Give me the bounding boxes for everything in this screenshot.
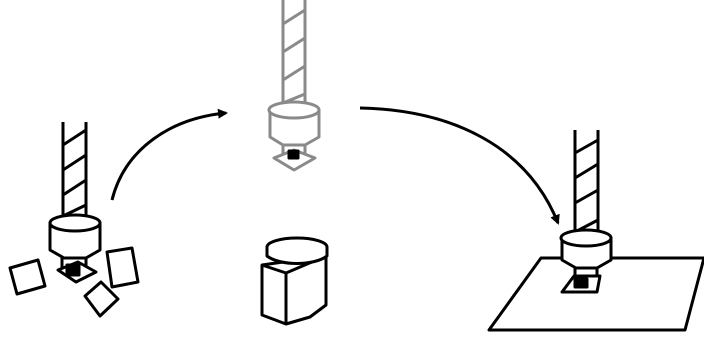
pickup-stage [8,122,140,318]
chip-c [83,280,120,318]
stamp-head-left [48,213,102,270]
picked-chip [56,260,98,284]
chip-b [105,246,140,289]
chip-a [8,258,47,296]
arrow-pickup-to-transfer [110,108,228,201]
scattered-chips [8,246,140,318]
stamp-shaft-middle [281,0,307,105]
arrow-transfer-to-place [359,106,560,225]
placed-chip [560,274,602,294]
stamp-head-right [559,228,613,278]
stamp-shaft-left [61,122,88,218]
substrate-plate [487,256,704,332]
transfer-stage [267,0,321,172]
carried-chip [272,148,317,172]
container-jar [260,236,329,326]
place-stage [487,130,704,332]
stamp-head-middle [267,100,321,156]
stamp-shaft-right [573,130,600,234]
